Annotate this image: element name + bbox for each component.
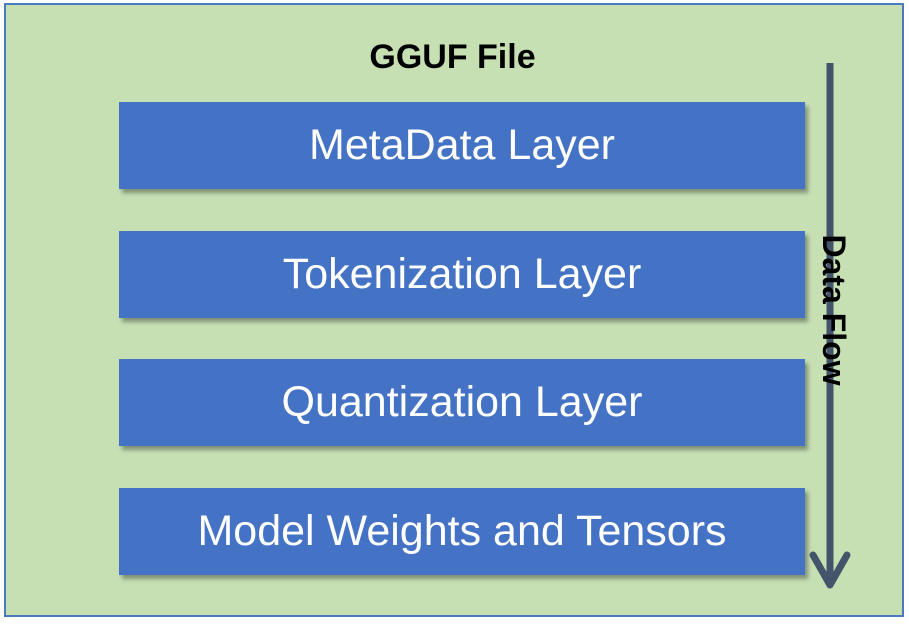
- data-flow-label: Data Flow: [816, 234, 852, 386]
- diagram-title: GGUF File: [369, 38, 536, 76]
- gguf-file-container: GGUF File MetaData Layer Tokenization La…: [4, 3, 904, 617]
- model-weights-layer-box: Model Weights and Tensors: [119, 488, 805, 575]
- metadata-layer-box: MetaData Layer: [119, 102, 805, 189]
- quantization-layer-box: Quantization Layer: [119, 359, 805, 446]
- tokenization-layer-box: Tokenization Layer: [119, 231, 805, 318]
- data-flow-arrow-icon: [809, 63, 851, 589]
